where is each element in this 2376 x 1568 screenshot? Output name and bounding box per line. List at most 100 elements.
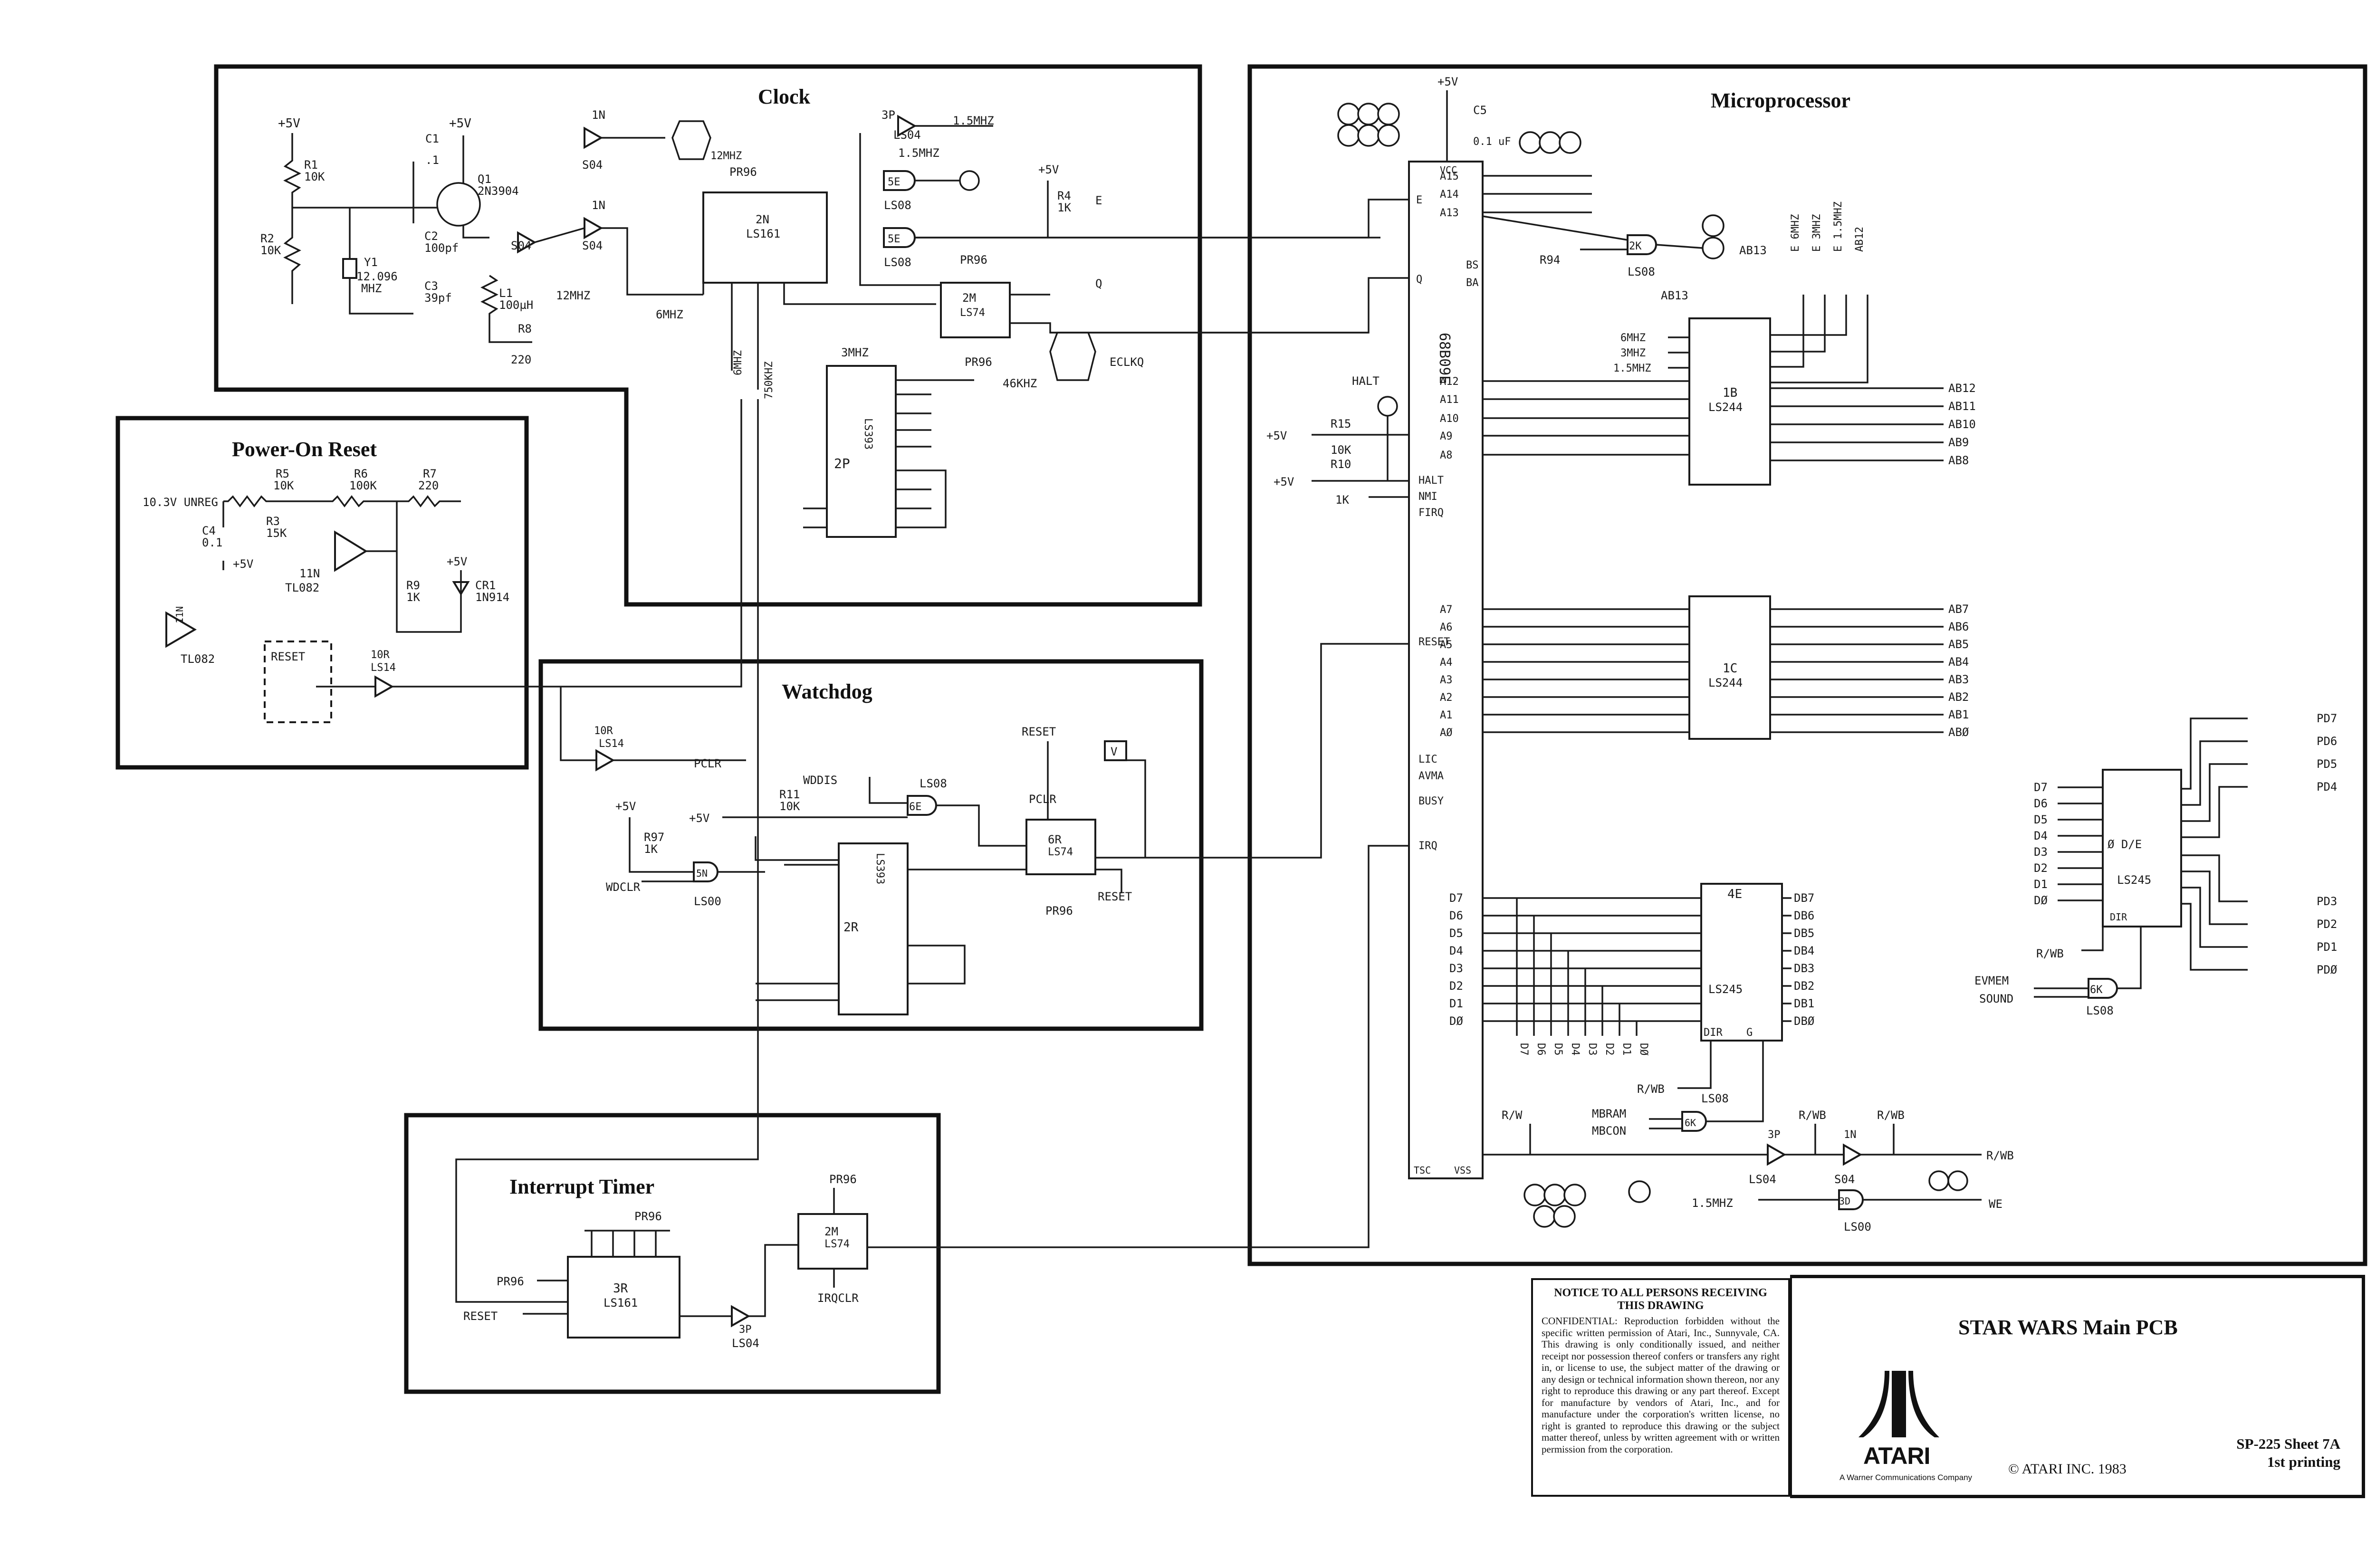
chip-2m-it-pullup: PR96 <box>829 1173 857 1186</box>
pd-upper-3: PD4 <box>2317 780 2337 794</box>
y1-value: 12.096 <box>356 270 398 283</box>
mhz3-label: 3MHZ <box>841 346 869 359</box>
connector-5 <box>1553 1205 1576 1228</box>
chip-1c-type: LS244 <box>1708 676 1743 689</box>
r11-label: R11 <box>779 788 800 801</box>
chip-2p-label: 2P <box>834 456 850 471</box>
and-5e-bottom-type: LS08 <box>884 256 911 269</box>
connector-46 <box>1357 103 1380 125</box>
connector-48 <box>1337 124 1360 147</box>
we-out: WE <box>1989 1197 2002 1211</box>
pin-nmi-label: NMI <box>1418 491 1437 503</box>
inverter-1n-rw-label: 1N <box>1844 1129 1857 1141</box>
inverter-3p-it-label: 3P <box>739 1324 752 1336</box>
pin-e-label: E <box>1416 194 1422 206</box>
cpu-vss: VSS <box>1454 1165 1471 1176</box>
s04-c-label: S04 <box>582 158 603 172</box>
reset-switch[interactable] <box>264 641 332 723</box>
chip-2n-label: 2N <box>756 213 769 226</box>
r4-value: 1K <box>1057 201 1071 214</box>
r1-value: 10K <box>304 170 325 183</box>
chip-4e-type: LS245 <box>1708 983 1743 996</box>
drawing-title: STAR WARS Main PCB <box>1958 1316 2178 1339</box>
pd-upper-wire-1 <box>2181 740 2248 806</box>
confidentiality-notice: NOTICE TO ALL PERSONS RECEIVING THIS DRA… <box>1531 1278 1790 1497</box>
opamp-type: TL082 <box>285 581 319 594</box>
cr1-supply: +5V <box>447 555 467 568</box>
bus-ab12: AB12 <box>1948 382 1976 395</box>
pd-input-0: D7 <box>2034 781 2048 794</box>
nand-gate-5n <box>693 861 719 882</box>
chip-2m-type: LS74 <box>960 307 985 319</box>
unreg-label: 10.3V UNREG <box>143 496 218 509</box>
connector-81-82 <box>959 170 980 191</box>
clock-title: Clock <box>758 85 811 108</box>
opamp-loc: 11N <box>299 567 320 580</box>
wdclr-label: WDCLR <box>606 880 641 894</box>
c5-value: 0.1 uF <box>1473 136 1511 148</box>
cpu-pin-a10: A10 <box>1440 413 1459 425</box>
pd-input-6: D1 <box>2034 878 2048 891</box>
vert-data-7: DØ <box>1638 1043 1649 1056</box>
chip-2r-type: LS393 <box>874 853 886 884</box>
chip-pd-dir: DIR <box>2110 911 2127 923</box>
bus-ab-low-6: AB1 <box>1948 708 1969 721</box>
bus-ab-low-2: AB5 <box>1948 638 1969 651</box>
pd-upper-2: PD5 <box>2317 757 2337 771</box>
counter-2n-ls161 <box>702 191 828 284</box>
nand-gate-3d-we <box>1838 1189 1864 1210</box>
inverter-s04-a <box>517 231 537 254</box>
pclr-wd-label: PCLR <box>694 757 721 770</box>
pd-lower-wire-0 <box>2181 854 2248 902</box>
chip-2n-pullup: PR96 <box>729 165 757 179</box>
reset-it-label: RESET <box>463 1310 498 1323</box>
pd-upper-wire-0 <box>2181 717 2248 790</box>
chip-4e-g: G <box>1746 1027 1753 1039</box>
r4-label: R4 <box>1057 189 1071 202</box>
and-5e-bottom-label: 5E <box>888 233 901 245</box>
mhz12-label: 12MHZ <box>556 289 590 302</box>
opamp-tl082-spare <box>165 611 197 648</box>
watchdog-title: Watchdog <box>782 680 872 703</box>
bus-db-3: DB4 <box>1794 944 1814 957</box>
chip-2p-type: LS393 <box>862 418 874 449</box>
cpu-type: 68B09E <box>1436 333 1453 384</box>
r6-value: 100K <box>349 479 377 492</box>
pin-bs-label: BS <box>1466 259 1479 271</box>
nand-6k-type: LS08 <box>1701 1092 1729 1105</box>
cpu-pin-a5: A5 <box>1440 639 1453 651</box>
chip-pd-phi-de: Ø D/E <box>2108 838 2142 851</box>
cpu-pin-a9: A9 <box>1440 430 1453 442</box>
transistor-q1 <box>436 182 481 227</box>
cpu-pin-a12: A12 <box>1440 376 1459 388</box>
cpu-supply: +5V <box>1437 75 1458 88</box>
r97-supply: +5V <box>615 800 636 813</box>
halt-test-point <box>1377 396 1398 417</box>
r7-label: R7 <box>423 467 437 480</box>
v-test-label: V <box>1111 745 1117 758</box>
vert-data-0: D7 <box>1518 1043 1530 1056</box>
r15-supply: +5V <box>1266 429 1287 442</box>
bus-db-7: DBØ <box>1794 1014 1815 1028</box>
counter-2p-ls393 <box>826 365 897 538</box>
microprocessor-title: Microprocessor <box>1711 89 1850 112</box>
r2-label: R2 <box>260 232 274 245</box>
nand-gate-6k-mbram <box>1681 1111 1707 1132</box>
vert-data-6: D1 <box>1620 1043 1632 1056</box>
irqclr-label: IRQCLR <box>817 1291 859 1305</box>
mhz15-in: 1.5MHZ <box>1613 363 1651 374</box>
connector-2 <box>1543 1184 1566 1206</box>
nand-3d-type: LS00 <box>1844 1220 1871 1233</box>
vert-data-5: D2 <box>1603 1043 1615 1056</box>
bus-db-2: DB5 <box>1794 927 1814 940</box>
copyright: © ATARI INC. 1983 <box>2008 1461 2127 1477</box>
bus-db-1: DB6 <box>1794 909 1814 922</box>
and-6k-label: 6K <box>2090 984 2103 996</box>
chip-2m-pullup-top: PR96 <box>960 253 987 267</box>
and-5e-top-type: LS08 <box>884 199 911 212</box>
pd-upper-1: PD6 <box>2317 735 2337 748</box>
chip-2m-it-label: 2M <box>824 1225 838 1238</box>
s04-b-label: S04 <box>582 239 603 252</box>
